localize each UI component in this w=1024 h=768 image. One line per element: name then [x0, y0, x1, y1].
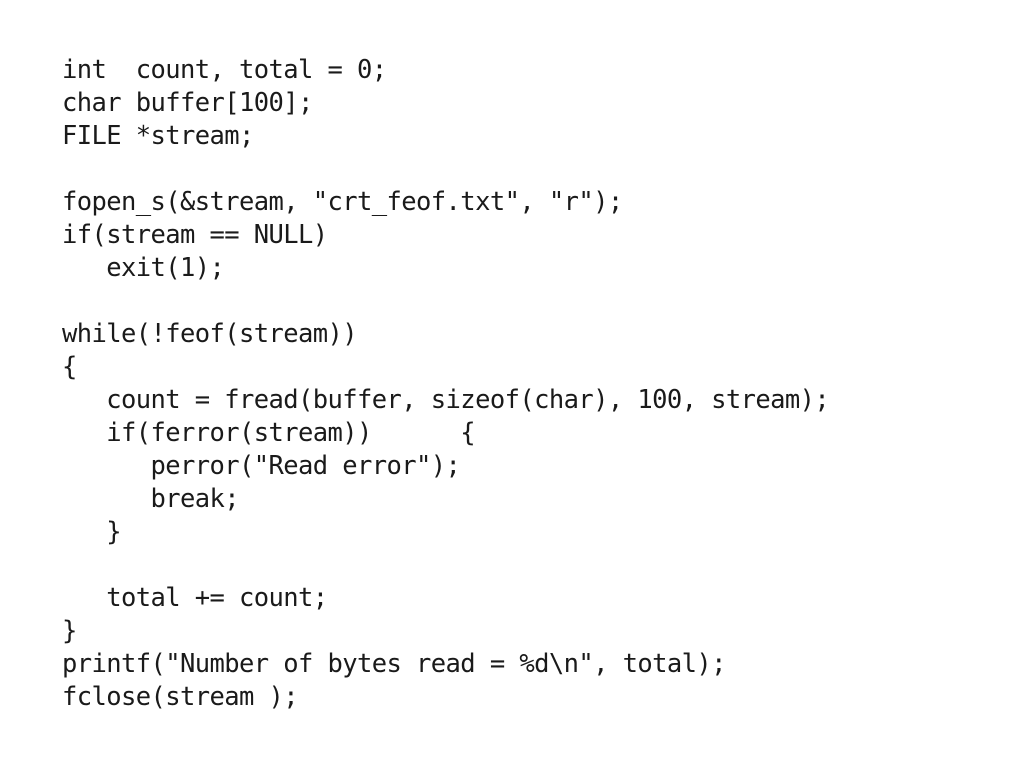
code-line: } — [62, 616, 77, 646]
code-line: { — [62, 352, 77, 382]
blank-line — [62, 153, 829, 186]
blank-line — [62, 549, 829, 582]
code-block: int count, total = 0; char buffer[100]; … — [62, 54, 830, 714]
code-line: fclose(stream ); — [62, 682, 299, 712]
code-line: FILE *stream; — [62, 121, 254, 151]
blank-line — [62, 285, 829, 318]
code-line: perror("Read error"); — [62, 451, 461, 481]
code-line: if(stream == NULL) — [62, 220, 328, 250]
code-line: while(!feof(stream)) — [62, 319, 358, 349]
code-line: printf("Number of bytes read = %d\n", to… — [62, 649, 726, 679]
code-line: total += count; — [62, 583, 328, 613]
code-line: break; — [62, 484, 240, 514]
code-line: exit(1); — [62, 253, 225, 283]
code-line: int count, total = 0; — [62, 55, 387, 85]
code-line: fopen_s(&stream, "crt_feof.txt", "r"); — [62, 187, 623, 217]
code-line: if(ferror(stream)) { — [62, 418, 476, 448]
code-line: count = fread(buffer, sizeof(char), 100,… — [62, 385, 830, 415]
code-line: } — [62, 517, 122, 547]
code-line: char buffer[100]; — [62, 88, 313, 118]
